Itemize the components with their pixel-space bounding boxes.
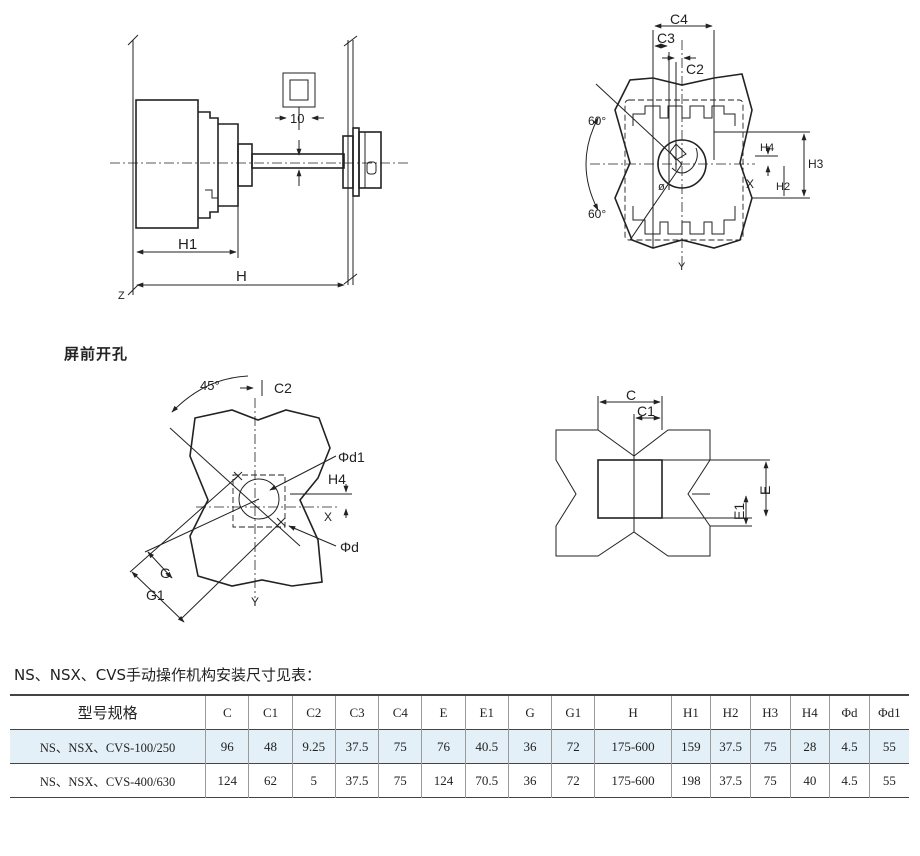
dimension-table: 型号规格 C C1 C2 C3 C4 E E1 G G1 H H1 H2 H3 … — [10, 694, 909, 798]
side-z-label: Z — [118, 290, 125, 302]
section-title: 屏前开孔 — [64, 345, 129, 363]
table-cell: NS、NSX、CVS-100/250 — [10, 729, 207, 764]
table-header-row: 型号规格 C C1 C2 C3 C4 E E1 G G1 H H1 H2 H3 … — [10, 695, 909, 730]
table-cell: 70.5 — [465, 763, 509, 798]
table-cell: 37.5 — [335, 729, 380, 764]
cutout-y-label: Y — [251, 595, 259, 609]
header-cell: C3 — [335, 695, 380, 730]
table-cell: 37.5 — [335, 763, 380, 798]
table-cell: 159 — [671, 729, 712, 764]
table-cell: 62 — [248, 763, 293, 798]
header-cell: G — [508, 695, 553, 730]
cutout-h4-label: H4 — [328, 471, 346, 487]
table-cell: 5 — [292, 763, 336, 798]
side-h-label: H — [236, 268, 247, 285]
section-c-label: C — [626, 387, 636, 403]
cutout-x-label: X — [324, 510, 332, 524]
cutout-c2-label: C2 — [274, 380, 292, 396]
front-y-label: Y — [678, 261, 686, 273]
table-row: NS、NSX、CVS-400/630 124 62 5 37.5 75 124 … — [10, 763, 909, 798]
header-cell: H2 — [710, 695, 751, 730]
table-cell: NS、NSX、CVS-400/630 — [10, 763, 207, 798]
front-c2-label: C2 — [686, 61, 704, 77]
table-cell: 175-600 — [594, 763, 672, 798]
cutout-g-label: G — [160, 565, 171, 581]
table-cell: 4.5 — [829, 763, 870, 798]
side-view-drawing: 10 H1 H Z — [110, 34, 408, 302]
section-view-drawing: C C1 E E1 — [555, 387, 773, 557]
header-cell: H4 — [790, 695, 831, 730]
header-cell: E — [421, 695, 466, 730]
table-cell: 198 — [671, 763, 712, 798]
table-cell: 55 — [882, 772, 896, 788]
header-cell: H3 — [750, 695, 791, 730]
front-c4-label: C4 — [670, 11, 688, 27]
table-cell: 124 — [205, 763, 250, 798]
side-h1-label: H1 — [178, 236, 197, 253]
front-h4-label: H4 — [760, 142, 774, 154]
table-cell: 96 — [205, 729, 250, 764]
table-cell: 40 — [790, 763, 831, 798]
section-e1-label: E1 — [731, 503, 747, 520]
header-cell: H — [594, 695, 672, 730]
table-cell: 75 — [378, 763, 423, 798]
header-cell: G1 — [551, 695, 596, 730]
cutout-phid1-label: Φd1 — [338, 449, 365, 465]
table-cell: 48 — [248, 729, 293, 764]
table-row: NS、NSX、CVS-100/250 96 48 9.25 37.5 75 76… — [10, 729, 909, 764]
table-cell: 40.5 — [465, 729, 509, 764]
table-cell: 36 — [508, 729, 553, 764]
cutout-phid-label: Φd — [340, 539, 359, 555]
header-cell: C4 — [378, 695, 423, 730]
table-cell: 4.5 — [829, 729, 870, 764]
table-cell: 36 — [508, 763, 553, 798]
table-cell: 37.5 — [710, 763, 751, 798]
front-angle-bottom-label: 60° — [588, 207, 606, 221]
table-cell: 75 — [750, 763, 791, 798]
header-cell: Φd — [829, 695, 870, 730]
header-cell: E1 — [465, 695, 509, 730]
table-cell: 76 — [421, 729, 466, 764]
cutout-angle-label: 45° — [200, 378, 220, 393]
front-view-drawing: ø 60° 60° C4 C3 C2 H3 H4 H2 X Y — [585, 11, 824, 273]
technical-drawing: 10 H1 H Z ø 60° 60° — [110, 11, 824, 623]
panel-cutout-drawing: 45° C2 Φd1 H4 X Φd G G1 Y — [129, 375, 365, 623]
table-cell: 28 — [790, 729, 831, 764]
table-cell: 75 — [750, 729, 791, 764]
header-cell: 型号规格 — [10, 695, 207, 730]
front-h3-label: H3 — [808, 157, 824, 171]
table-cell: 124 — [421, 763, 466, 798]
section-c1-label: C1 — [637, 403, 655, 419]
table-cell: 72 — [551, 763, 596, 798]
header-cell: C1 — [248, 695, 293, 730]
table-cell: 37.5 — [710, 729, 751, 764]
header-cell: C2 — [292, 695, 336, 730]
front-x-label: X — [746, 177, 754, 191]
table-cell: 72 — [551, 729, 596, 764]
table-cell: 9.25 — [292, 729, 336, 764]
cutout-g1-label: G1 — [146, 587, 165, 603]
front-h2-label: H2 — [776, 181, 790, 193]
front-phi-label: ø — [658, 181, 665, 193]
side-dim-10-label: 10 — [290, 111, 304, 126]
table-cell: 55 — [882, 738, 896, 754]
table-title: NS、NSX、CVS手动操作机构安装尺寸见表： — [14, 666, 322, 684]
front-c3-label: C3 — [657, 30, 675, 46]
header-cell: C — [205, 695, 250, 730]
header-cell: Φd1 — [878, 704, 901, 720]
front-angle-top-label: 60° — [588, 114, 606, 128]
table-cell: 175-600 — [594, 729, 672, 764]
section-e-label: E — [757, 486, 773, 495]
header-cell: H1 — [671, 695, 712, 730]
table-cell: 75 — [378, 729, 423, 764]
